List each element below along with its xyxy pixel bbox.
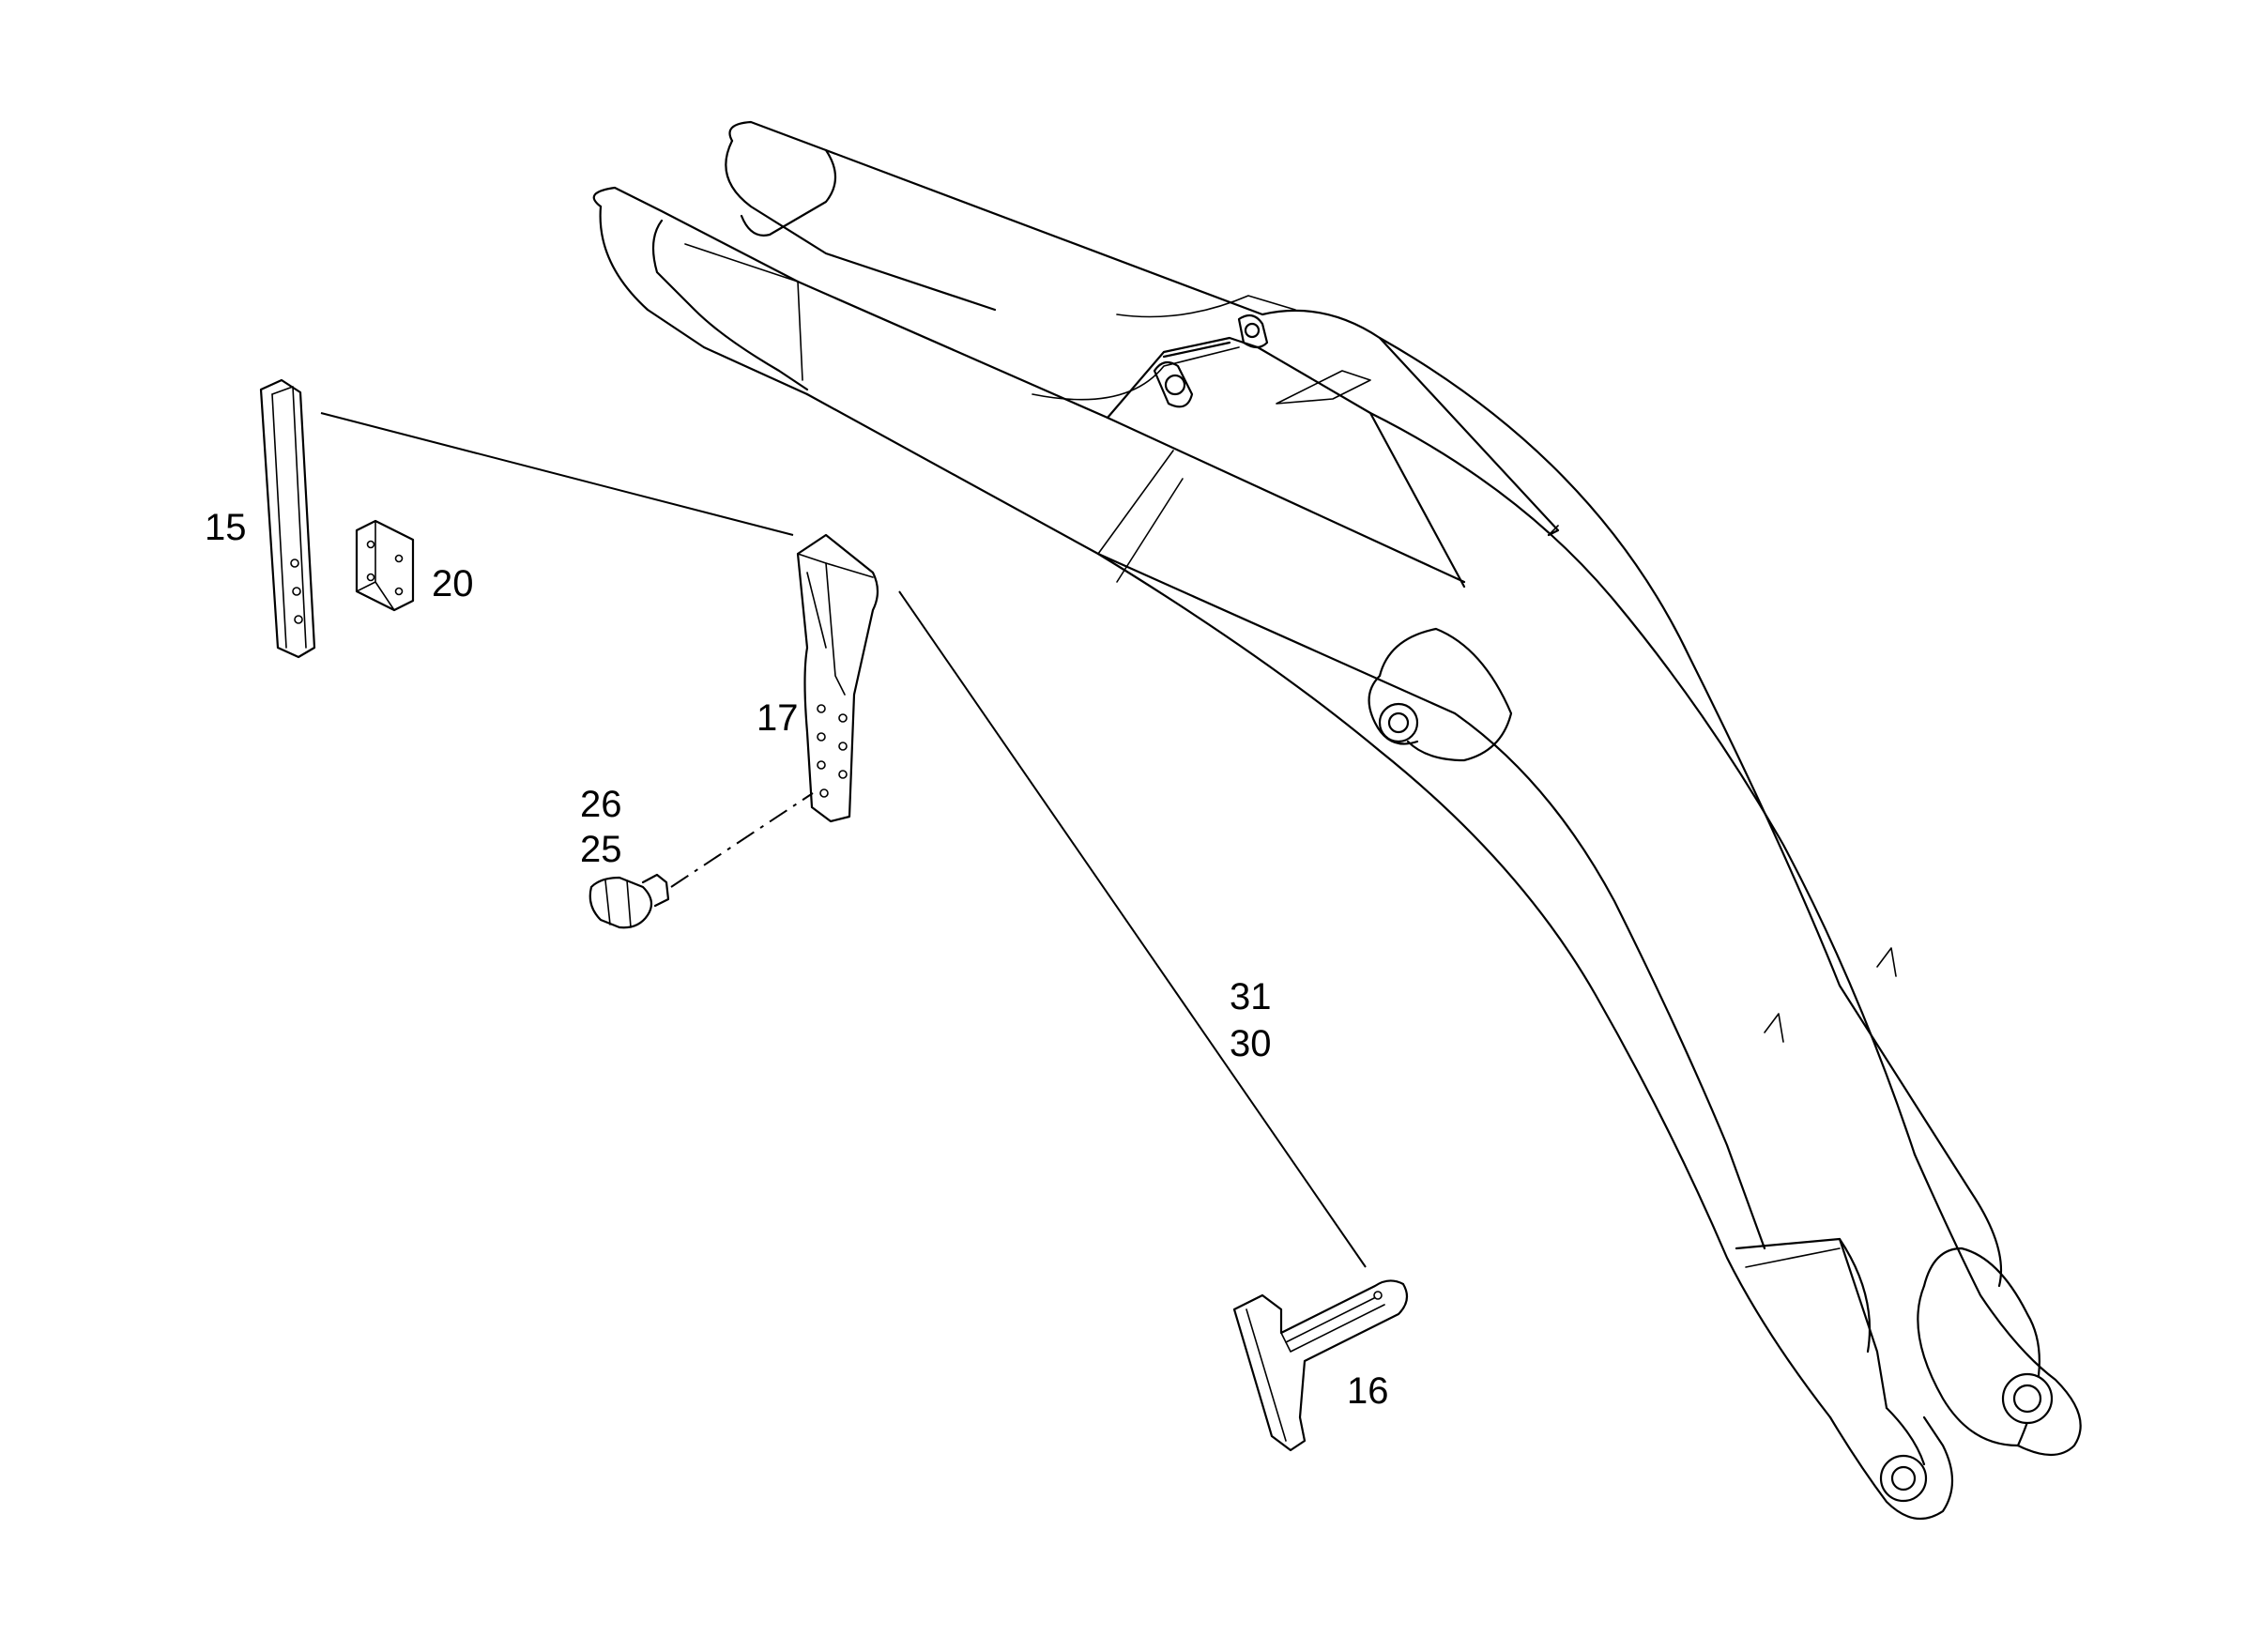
boom-arm <box>592 120 2082 1521</box>
callout-20: 20 <box>432 563 474 604</box>
part-25-26-bolt[interactable] <box>588 873 670 929</box>
leader-15 <box>320 412 794 536</box>
part-17-bracket[interactable] <box>796 533 879 823</box>
callouts: 15 20 17 26 25 31 30 16 <box>205 507 1389 1412</box>
callout-17: 17 <box>757 697 799 739</box>
leader-lines <box>320 412 1367 1268</box>
callout-16: 16 <box>1347 1370 1389 1412</box>
callout-31: 31 <box>1230 976 1272 1017</box>
callout-15: 15 <box>205 507 247 548</box>
part-16-t-bracket[interactable] <box>1232 1279 1409 1452</box>
leader-16 <box>898 590 1367 1268</box>
callout-30: 30 <box>1230 1023 1272 1064</box>
part-20-pad[interactable] <box>355 519 415 612</box>
callout-25: 25 <box>580 829 622 870</box>
callout-26: 26 <box>580 784 622 825</box>
leader-25-26 <box>670 792 814 888</box>
part-15-wear-strip[interactable] <box>259 378 316 659</box>
